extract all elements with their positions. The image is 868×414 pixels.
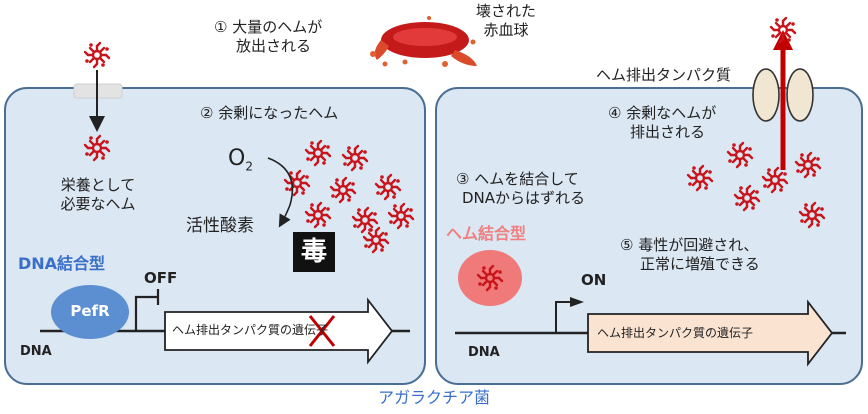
step1-text: ① 大量のヘムが 放出される xyxy=(214,18,323,55)
pefr-label: PefR xyxy=(70,302,110,320)
exporter-label: ヘム排出タンパク質 xyxy=(596,66,732,84)
on-label: ON xyxy=(581,271,607,289)
right-bacterium xyxy=(435,87,863,385)
exporter-left xyxy=(752,68,780,122)
nutrition-label: 栄養として 必要なヘム xyxy=(60,176,136,213)
caption: アガラクチア菌 xyxy=(377,388,490,407)
ruptured-rbc xyxy=(370,16,477,67)
oxidation-arrow xyxy=(267,157,294,228)
step2-text: ② 余剰になったヘム xyxy=(200,104,339,122)
dna-binding-form-label: DNA結合型 xyxy=(18,254,106,273)
off-label: OFF xyxy=(144,269,178,287)
gene-label-left: ヘム排出タンパク質の遺伝子 xyxy=(172,323,329,337)
step5-text: ⑤ 毒性が回避され、 正常に増殖できる xyxy=(620,236,760,273)
gene-arrow-off xyxy=(164,297,394,365)
poison-glyph: 毒 xyxy=(300,237,327,267)
exporter-right xyxy=(786,68,814,122)
active-promoter xyxy=(555,301,574,333)
gene-label-right: ヘム排出タンパク質の遺伝子 xyxy=(597,326,754,340)
dna-label-left: DNA xyxy=(20,344,52,359)
heme-icon xyxy=(83,41,111,69)
ros-label: 活性酸素 xyxy=(186,216,254,236)
heme-bound-pefr xyxy=(458,250,522,306)
step3-text: ③ ヘムを結合して DNAからはずれる xyxy=(456,170,586,207)
gene-arrow-on xyxy=(587,299,834,367)
poison-box xyxy=(293,232,335,272)
blocked-promoter xyxy=(134,295,158,331)
heme-bound-label: ヘム結合型 xyxy=(446,224,527,243)
step4-text: ④ 余剰なヘムが 排出される xyxy=(608,104,717,141)
dna-label-right: DNA xyxy=(468,345,500,360)
pefr-protein xyxy=(51,285,129,339)
o2-label: O2 xyxy=(228,146,253,174)
rbc-label: 壊された 赤血球 xyxy=(475,2,536,39)
cross-mark xyxy=(308,315,336,347)
